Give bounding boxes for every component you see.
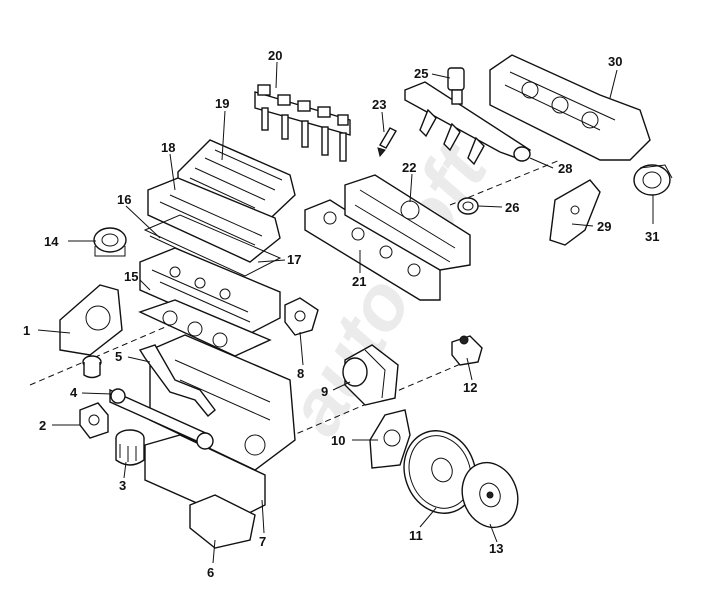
callout-28: 28 — [558, 161, 572, 176]
callout-4: 4 — [70, 385, 78, 400]
callout-13: 13 — [489, 541, 503, 556]
knock-sensor — [451, 335, 483, 366]
pressure-regulator — [447, 67, 465, 105]
flywheel-housing-bracket — [369, 409, 411, 469]
throttle-body — [633, 164, 673, 196]
callout-25: 25 — [414, 66, 428, 81]
callout-labels: 1 2 3 4 5 6 7 8 9 10 11 12 13 14 15 16 1… — [23, 48, 659, 580]
callout-30: 30 — [608, 54, 622, 69]
callout-10: 10 — [331, 433, 345, 448]
valve-cover — [147, 177, 281, 263]
callout-16: 16 — [117, 192, 131, 207]
head-gasket — [138, 299, 272, 357]
callout-19: 19 — [215, 96, 229, 111]
oil-pan — [144, 434, 266, 549]
exhaust-manifold-gasket — [304, 199, 441, 301]
callout-5: 5 — [115, 349, 122, 364]
crankshaft — [109, 388, 214, 450]
callout-1: 1 — [23, 323, 30, 338]
callout-14: 14 — [44, 234, 59, 249]
callout-11: 11 — [409, 528, 423, 543]
ignition-coils — [254, 84, 351, 162]
callout-15: 15 — [124, 269, 138, 284]
clutch-disc — [461, 461, 519, 529]
thermostat-housing — [93, 227, 127, 257]
fuel-rail — [404, 81, 532, 166]
seal-ring — [457, 197, 479, 215]
callout-23: 23 — [372, 97, 386, 112]
intake-manifold — [489, 54, 651, 161]
watermark-text: autoSoft — [269, 128, 505, 449]
callout-12: 12 — [463, 380, 477, 395]
callout-7: 7 — [259, 534, 266, 549]
support-bracket — [549, 179, 601, 246]
small-bracket — [79, 402, 109, 439]
callout-20: 20 — [268, 48, 282, 63]
fuel-injector — [377, 127, 397, 158]
callout-9: 9 — [321, 384, 328, 399]
callout-31: 31 — [645, 229, 659, 244]
callout-22: 22 — [402, 160, 416, 175]
flywheel — [403, 430, 477, 514]
engine-mount — [59, 284, 123, 379]
callout-3: 3 — [119, 478, 126, 493]
cylinder-head — [139, 247, 281, 337]
starter-motor — [342, 344, 399, 406]
oil-filter — [115, 429, 145, 466]
breather-pipe — [138, 344, 216, 417]
callout-29: 29 — [597, 219, 611, 234]
callout-17: 17 — [287, 252, 301, 267]
leader-lines — [37, 61, 654, 564]
callout-21: 21 — [352, 274, 366, 289]
callout-8: 8 — [297, 366, 304, 381]
callout-2: 2 — [39, 418, 46, 433]
water-outlet — [284, 297, 319, 336]
callout-18: 18 — [161, 140, 175, 155]
callout-6: 6 — [207, 565, 214, 580]
callout-26: 26 — [505, 200, 519, 215]
